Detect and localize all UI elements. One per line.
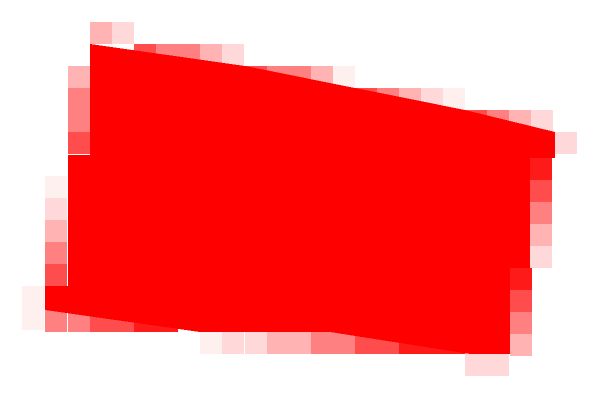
edge-pixel: [112, 22, 134, 44]
edge-pixel: [22, 286, 44, 308]
edge-pixel: [510, 334, 532, 356]
edge-pixel: [555, 132, 577, 154]
edge-pixel: [200, 332, 222, 354]
edge-pixel: [333, 332, 355, 354]
edge-pixel: [530, 180, 552, 202]
edge-pixel: [531, 110, 553, 132]
edge-pixel: [45, 242, 67, 264]
edge-pixel: [45, 264, 67, 286]
edge-pixel: [45, 220, 67, 242]
edge-pixel: [510, 312, 532, 334]
edge-pixel: [68, 110, 90, 132]
edge-pixel: [289, 332, 311, 354]
edge-pixel: [530, 224, 552, 246]
edge-pixel: [311, 332, 333, 354]
edge-pixel: [222, 44, 244, 66]
edge-pixel: [222, 332, 244, 354]
edge-pixel: [45, 176, 67, 198]
edge-pixel: [68, 132, 90, 154]
edge-pixel: [245, 332, 267, 354]
edge-pixel: [68, 88, 90, 110]
edge-pixel: [510, 290, 532, 312]
edge-pixel: [22, 308, 44, 330]
edge-pixel: [465, 354, 487, 376]
edge-pixel: [487, 354, 509, 376]
edge-pixel: [45, 198, 67, 220]
edge-pixel: [68, 66, 90, 88]
edge-pixel: [443, 88, 465, 110]
edge-pixel: [530, 246, 552, 268]
edge-pixel: [333, 66, 355, 88]
edge-pixel: [510, 268, 532, 290]
edge-pixel: [530, 202, 552, 224]
edge-pixel: [267, 332, 289, 354]
edge-pixel: [45, 310, 67, 332]
edge-pixel: [90, 22, 112, 44]
red-shape: [45, 44, 555, 354]
edge-pixel: [530, 158, 552, 180]
